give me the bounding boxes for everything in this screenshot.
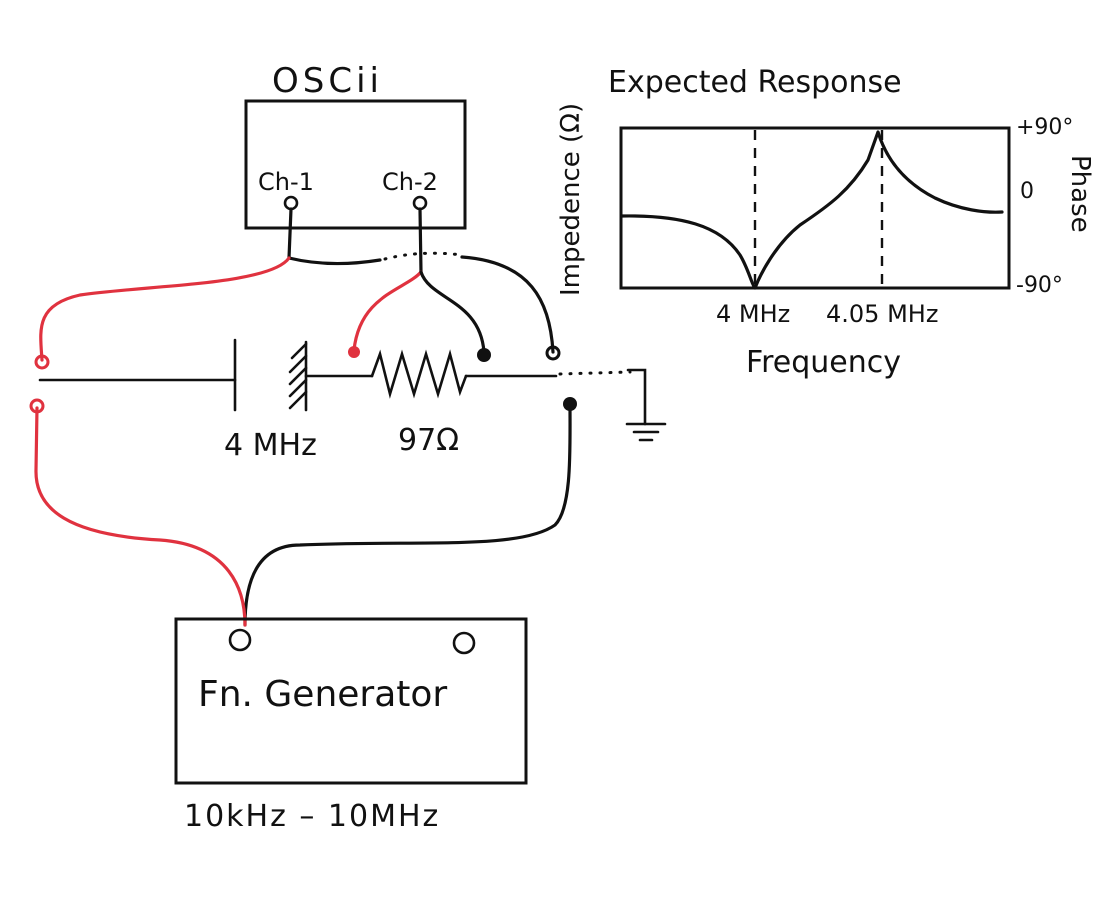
phase-tick-plus90: +90° [1016, 115, 1073, 140]
phase-tick-zero: 0 [1020, 179, 1034, 204]
channel-1-port[interactable] [283, 195, 299, 211]
phase-tick-minus90: -90° [1016, 273, 1063, 298]
ch1-probe-lead [287, 207, 293, 260]
oscilloscope: OSCii Ch-1 Ch-2 [244, 61, 467, 230]
channel-2-port[interactable] [412, 195, 428, 211]
generator-red-lead [34, 406, 247, 627]
ch1-red-lead [39, 256, 291, 362]
channel-2-label: Ch-2 [382, 168, 438, 196]
ground-node-top[interactable] [545, 345, 561, 361]
probe-node-ch2[interactable] [348, 346, 360, 358]
generator-box [174, 617, 528, 785]
circuit: 4 MHz 97Ω [29, 338, 667, 463]
graph-ylabel-right: Phase [1065, 155, 1095, 233]
ground-dotted-link [383, 251, 464, 261]
wires [34, 207, 572, 627]
crystal-hatching [288, 342, 308, 410]
generator-sync-port[interactable] [452, 631, 476, 655]
ground-symbol [626, 368, 647, 426]
generator-black-lead [243, 402, 572, 627]
generator-range: 10kHz – 10MHz [184, 799, 440, 834]
generator-output-port[interactable] [228, 628, 252, 652]
x-tick-4mhz: 4 MHz [716, 300, 790, 328]
channel-1-label: Ch-1 [258, 168, 314, 196]
graph-xlabel: Frequency [746, 345, 901, 380]
impedance-curve [620, 130, 1004, 290]
resistor [370, 349, 468, 399]
resistor-node[interactable] [477, 348, 491, 362]
graph-frame [619, 126, 1011, 290]
ch2-ground-lead [419, 270, 486, 354]
crystal-label: 4 MHz [224, 428, 317, 463]
ch2-probe-lead [418, 207, 423, 274]
oscilloscope-title: OSCii [272, 61, 383, 101]
input-terminal-top[interactable] [34, 354, 50, 370]
response-graph: Expected Response Impedence (Ω) Phase +9… [556, 65, 1095, 380]
ch2-red-lead [352, 270, 423, 352]
ch1-ground-lead [287, 256, 382, 266]
oscilloscope-box [244, 99, 467, 230]
ground-return-lead [460, 255, 555, 354]
ground-icon [625, 422, 667, 442]
input-terminal-bottom[interactable] [29, 398, 45, 414]
graph-ylabel-left: Impedence (Ω) [556, 103, 586, 296]
function-generator: Fn. Generator 10kHz – 10MHz [174, 617, 528, 834]
graph-title: Expected Response [608, 65, 902, 100]
ground-node-bottom[interactable] [563, 397, 577, 411]
ground-dotted-line [558, 370, 632, 376]
generator-title: Fn. Generator [198, 674, 447, 715]
resistor-label: 97Ω [398, 423, 459, 458]
x-tick-405mhz: 4.05 MHz [826, 300, 938, 328]
